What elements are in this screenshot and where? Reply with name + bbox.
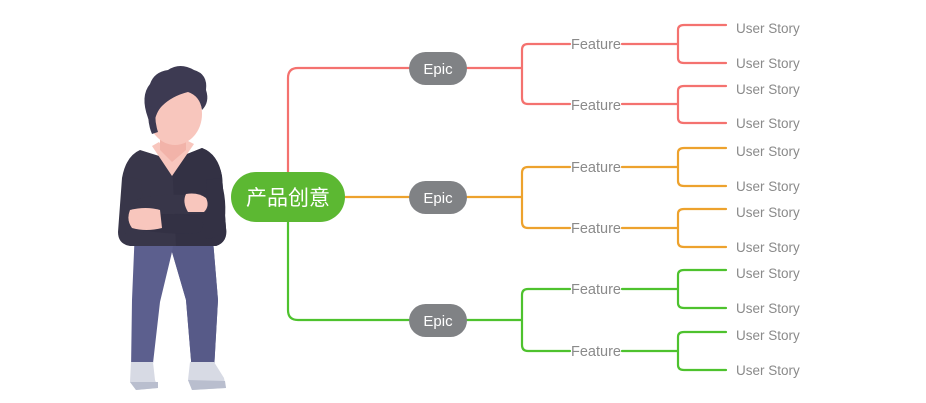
epic-node-orange[interactable]: Epic [409, 181, 467, 214]
epic-node-red[interactable]: Epic [409, 52, 467, 85]
user-story-green-1-1[interactable]: User Story [736, 266, 800, 281]
epic-split-orange [464, 165, 572, 230]
branch-connectors-red [286, 23, 728, 198]
user-story-green-2-1[interactable]: User Story [736, 328, 800, 343]
epic-node-green[interactable]: Epic [409, 304, 467, 337]
root-to-epic-red [286, 66, 412, 198]
right-hand [184, 193, 208, 212]
epic-split-green [464, 287, 572, 353]
epic-split-red [464, 42, 572, 106]
user-story-orange-1-1[interactable]: User Story [736, 144, 800, 159]
feature-label-green-1[interactable]: Feature [571, 282, 621, 298]
hair [144, 66, 208, 125]
user-story-orange-2-1[interactable]: User Story [736, 205, 800, 220]
right-sleeve [198, 178, 226, 239]
epic-node-red-shape [409, 52, 467, 85]
user-story-red-1-1[interactable]: User Story [736, 21, 800, 36]
feature-to-split-red-1 [620, 23, 728, 65]
epic-node-red-label: Epic [423, 61, 453, 78]
right-shoe-sole [188, 380, 226, 390]
root-to-epic-green [286, 198, 412, 322]
feature-label-red-1[interactable]: Feature [571, 37, 621, 53]
root-node-label: 产品创意 [246, 187, 330, 210]
feature-to-split-orange-1 [620, 146, 728, 188]
feature-to-split-green-1 [620, 268, 728, 310]
epic-node-green-shape [409, 304, 467, 337]
branch-connectors-green [286, 198, 728, 372]
branch-connectors-orange [342, 146, 728, 249]
user-story-orange-1-2[interactable]: User Story [736, 179, 800, 194]
epic-node-orange-shape [409, 181, 467, 214]
person-illustration [118, 66, 227, 390]
user-story-orange-2-2[interactable]: User Story [736, 240, 800, 255]
user-story-red-2-2[interactable]: User Story [736, 116, 800, 131]
pants-shading [172, 228, 218, 372]
user-story-green-1-2[interactable]: User Story [736, 301, 800, 316]
root-node-shape [231, 172, 345, 222]
feature-to-split-red-2 [620, 84, 728, 125]
feature-to-split-green-2 [620, 330, 728, 372]
user-story-red-2-1[interactable]: User Story [736, 82, 800, 97]
epic-node-green-label: Epic [423, 313, 453, 330]
feature-label-orange-1[interactable]: Feature [571, 160, 621, 176]
root-node[interactable]: 产品创意 [231, 172, 345, 222]
left-hand [128, 208, 162, 230]
user-story-green-2-2[interactable]: User Story [736, 363, 800, 378]
user-story-red-1-2[interactable]: User Story [736, 56, 800, 71]
feature-label-red-2[interactable]: Feature [571, 98, 621, 114]
epic-node-orange-label: Epic [423, 190, 453, 207]
feature-label-green-2[interactable]: Feature [571, 344, 621, 360]
hair-sideburn [148, 106, 158, 134]
feature-label-orange-2[interactable]: Feature [571, 221, 621, 237]
feature-to-split-orange-2 [620, 207, 728, 249]
left-shoe-sole [130, 382, 158, 390]
